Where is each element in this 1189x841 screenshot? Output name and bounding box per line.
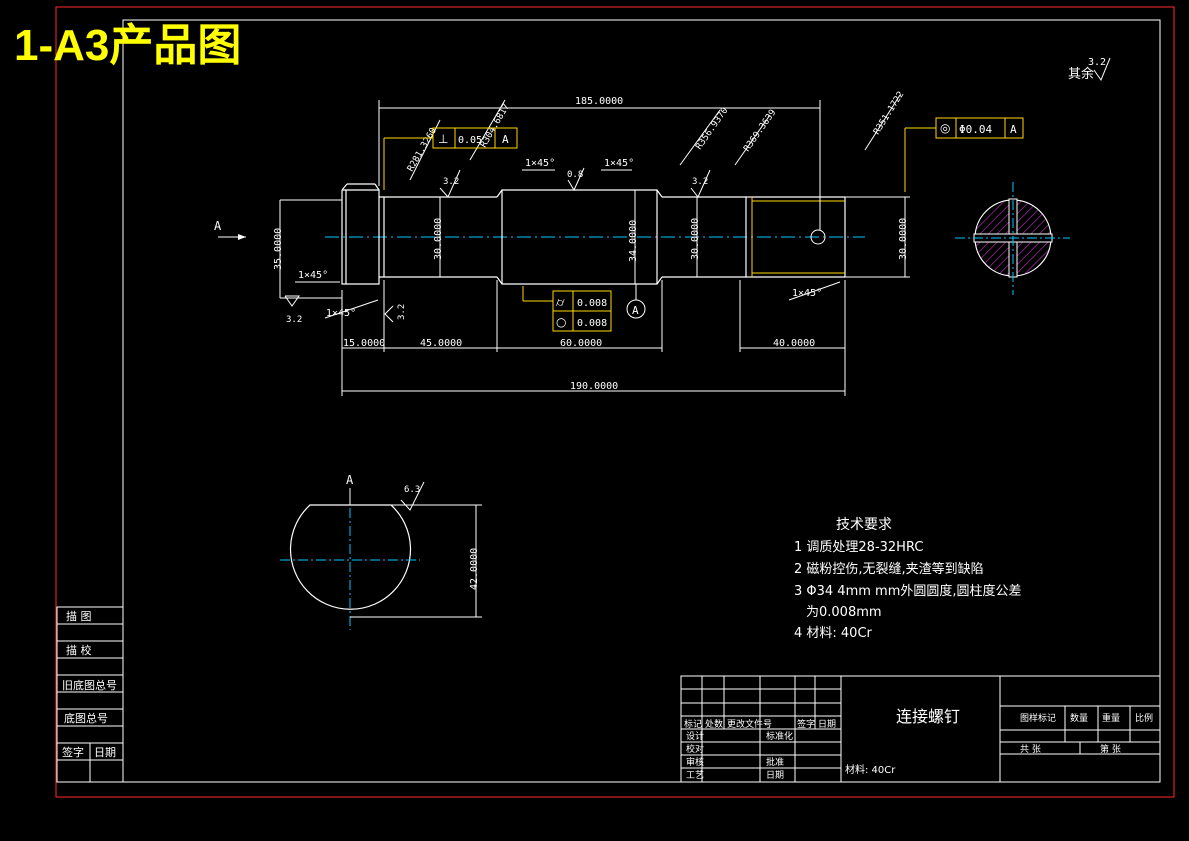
- roughness-4: 3.2: [286, 315, 302, 325]
- tb-sheets-total: 共 张: [1020, 744, 1041, 755]
- perp-value: 0.05: [458, 135, 482, 146]
- roughness-6: 6.3: [404, 485, 420, 495]
- outer-border: [55, 6, 1175, 798]
- section-label: A: [346, 473, 354, 487]
- roughness-1: 3.2: [443, 177, 459, 187]
- dim-len-190: 190.0000: [570, 381, 618, 392]
- dim-lines-vertical: [279, 190, 910, 299]
- part-material: 材料: 40Cr: [845, 763, 896, 776]
- perpendicularity-frame: [383, 127, 518, 190]
- tb-header-2: 更改文件号: [727, 718, 772, 730]
- view-label-a: A: [214, 219, 222, 233]
- roughness-other-value: 3.2: [1088, 57, 1106, 68]
- roughness-2: 0.8: [567, 170, 583, 180]
- side-row-4: 底图总号: [64, 711, 108, 725]
- tb-std: 标准化: [766, 730, 793, 742]
- section-view: [280, 488, 482, 630]
- side-row-5a: 签字: [62, 745, 84, 759]
- round-value: 0.008: [577, 318, 607, 329]
- leader-r4: R369.3639: [742, 108, 778, 154]
- tb-sheet-no: 第 张: [1100, 743, 1121, 755]
- dim-len-60: 60.0000: [560, 338, 602, 349]
- tb-header-1: 处数: [705, 718, 723, 730]
- tb-row-review: 审核: [686, 756, 704, 768]
- roughness-other-label: 其余: [1068, 66, 1094, 82]
- tech-req-line3: 3 Φ34 4mm mm外圆圆度,圆柱度公差: [794, 583, 1022, 599]
- leader-r5: R351.1722: [872, 90, 906, 137]
- leader-r3: R356.9370: [694, 106, 730, 152]
- shaft-outline: [341, 183, 846, 285]
- side-row-1: 描 图: [66, 609, 92, 623]
- perp-datum: A: [502, 133, 509, 146]
- side-row-3: 旧底图总号: [62, 678, 117, 692]
- chamfer-3: 1×45°: [525, 158, 555, 169]
- chamfer-5: 1×45°: [792, 288, 822, 299]
- roughness-other: 其余 3.2: [1068, 57, 1111, 82]
- dim-lines-horizontal: [341, 280, 846, 396]
- end-view: [955, 182, 1070, 295]
- roughness-5: 3.2: [397, 304, 407, 320]
- inner-border: [122, 19, 1161, 783]
- dim-len-40: 40.0000: [773, 338, 815, 349]
- side-row-2: 描 校: [66, 643, 92, 657]
- tb-scale: 比例: [1135, 712, 1153, 724]
- dim-dia-3: 30.0000: [690, 218, 701, 260]
- side-table: [56, 606, 124, 783]
- tb-qty: 数量: [1070, 712, 1088, 724]
- dim-dia-2: 34.0000: [628, 220, 639, 262]
- cylindricity-icon: ⌭: [556, 295, 565, 309]
- title-block: [680, 675, 1161, 783]
- datum-label: A: [632, 304, 639, 317]
- tech-req-title: 技术要求: [836, 517, 892, 533]
- part-name: 连接螺钉: [896, 707, 960, 726]
- radius-leaders: [409, 94, 901, 181]
- dim-dia-4: 30.0000: [898, 218, 909, 260]
- tb-date: 日期: [766, 770, 784, 781]
- roughness-3: 3.2: [692, 177, 708, 187]
- tb-row-design: 设计: [686, 730, 704, 742]
- dim-len-15: 15.0000: [343, 338, 385, 349]
- roughness-symbol-icon: [1093, 57, 1111, 82]
- tech-req-line5: 4 材料: 40Cr: [794, 626, 873, 641]
- dim-total-185: 185.0000: [575, 96, 623, 107]
- tech-requirements: 技术要求 1 调质处理28-32HRC 2 磁粉控伤,无裂缝,夹渣等到缺陷 3 …: [794, 517, 1022, 641]
- roundness-icon: ○: [556, 315, 566, 329]
- dim-len-45: 45.0000: [420, 338, 462, 349]
- banner-title: 1-A3产品图: [14, 21, 241, 70]
- tb-row-process: 工艺: [686, 770, 704, 781]
- tb-weight: 重量: [1102, 712, 1120, 724]
- thread-lines: [751, 197, 845, 277]
- chamfer-1: 1×45°: [298, 270, 328, 281]
- view-arrow-head: [238, 234, 246, 240]
- side-row-5b: 日期: [94, 746, 116, 759]
- cross-hole: [810, 229, 826, 245]
- conc-datum: A: [1010, 123, 1017, 136]
- chamfer-2: 1×45°: [326, 308, 356, 319]
- tb-row-check: 校对: [686, 743, 704, 755]
- tech-req-line4: 为0.008mm: [806, 605, 882, 620]
- concentricity-icon: ◎: [940, 121, 950, 135]
- conc-value: Φ0.04: [959, 123, 992, 136]
- chamfer-leaders: [295, 169, 841, 319]
- tb-stage: 图样标记: [1020, 712, 1056, 724]
- form-tolerance-frame: [522, 286, 612, 332]
- dim-left-dia: 35.0000: [273, 228, 284, 270]
- tech-req-line2: 2 磁粉控伤,无裂缝,夹渣等到缺陷: [794, 561, 984, 577]
- roughness-symbols: [284, 167, 711, 511]
- dim-dia-1: 30.0000: [433, 218, 444, 260]
- tech-req-line1: 1 调质处理28-32HRC: [794, 540, 923, 555]
- tb-header-4: 日期: [818, 719, 836, 730]
- tb-header-3: 签字: [797, 718, 815, 730]
- chamfer-4: 1×45°: [604, 158, 634, 169]
- dim-line-185: [378, 100, 821, 230]
- tb-header-0: 标记: [684, 718, 702, 730]
- perpendicularity-icon: ⊥: [438, 132, 448, 146]
- cyl-value: 0.008: [577, 298, 607, 309]
- tb-approve: 批准: [766, 756, 784, 768]
- dim-section-dia: 42.0000: [469, 548, 480, 590]
- leader-r1: R281.3260: [406, 126, 439, 173]
- concentricity-frame: [904, 117, 1024, 192]
